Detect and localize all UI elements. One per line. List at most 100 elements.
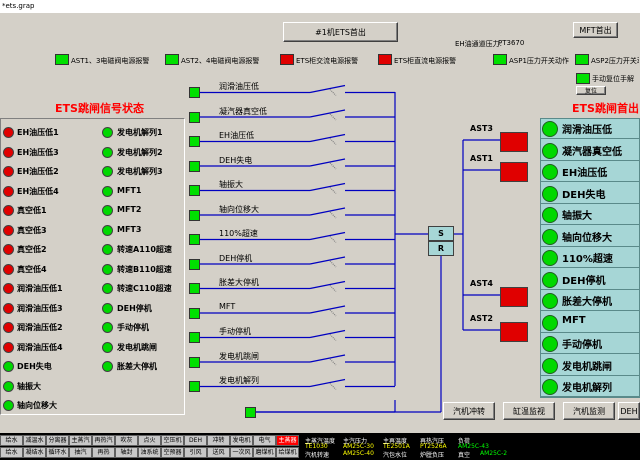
bottom-nav-tab[interactable]: 主蒸器	[276, 435, 299, 446]
bottom-nav-tab[interactable]: 点火	[138, 435, 161, 446]
legend-label: AST2、4电磁阀电源报警	[181, 57, 260, 65]
nav-button[interactable]: 汽机冲转	[443, 402, 495, 420]
status-dot	[102, 341, 113, 353]
status-dot	[3, 322, 14, 333]
nav-button[interactable]: 汽机监测	[563, 402, 615, 420]
bottom-nav-tab[interactable]: 分离器	[46, 435, 69, 446]
switch-mark	[329, 358, 337, 366]
first-out-dot	[542, 185, 558, 202]
manual-reset-label: 手动复位手解	[592, 75, 634, 83]
switch-mark	[329, 211, 337, 219]
process-readout: AM25C-43	[458, 443, 489, 450]
first-out-label: 110%超速	[562, 254, 613, 265]
ast-solenoid-indicator	[500, 287, 528, 307]
process-readout: PT2526A	[420, 443, 447, 450]
bottom-nav-tab[interactable]: 空预器	[161, 447, 184, 458]
first-out-dot	[542, 207, 558, 223]
bottom-nav-tab[interactable]: 再热汽	[92, 435, 115, 446]
wire	[309, 182, 346, 192]
bottom-nav-tab[interactable]: 吹灰	[115, 435, 138, 446]
process-readout: 负荷	[458, 438, 471, 445]
trip-signal-label: DEH失电	[17, 362, 52, 371]
reset-button[interactable]: 复位	[576, 86, 606, 95]
bottom-nav-tab[interactable]: 给煤机	[276, 447, 299, 458]
bottom-nav-tab[interactable]: DEH	[184, 435, 207, 446]
bottom-nav-tab[interactable]: 抽汽	[69, 447, 92, 458]
bottom-nav-tab[interactable]: 循环水	[46, 447, 69, 458]
logic-input-label: 手动停机	[219, 327, 251, 336]
trip-signal-panel	[0, 118, 185, 415]
status-dot	[3, 341, 14, 353]
trip-signal-label: 转速A110超速	[117, 245, 172, 254]
first-out-label: 凝汽器真空低	[562, 146, 622, 158]
bottom-nav-tab[interactable]: 一次风	[230, 447, 253, 458]
bottom-nav-tab[interactable]: 给水	[0, 447, 23, 458]
process-readout: 再热汽压	[420, 438, 445, 445]
logic-input-label: EH油压低	[219, 131, 255, 140]
first-out-label: 轴振大	[562, 211, 592, 222]
ast-solenoid-indicator	[500, 322, 528, 342]
legend-label: AST1、3电磁阀电源报警	[71, 57, 150, 65]
legend-label: ASP2压力开关动作	[591, 57, 639, 65]
process-readout: 主汽压力	[343, 438, 368, 445]
bottom-nav-tab[interactable]: 轴封	[115, 447, 138, 458]
status-dot	[102, 185, 113, 197]
first-out-row: 凝汽器真空低	[540, 141, 640, 161]
input-indicator	[189, 283, 200, 294]
first-out-label: 轴向位移大	[562, 232, 612, 244]
bottom-nav-tab[interactable]: 冲转	[207, 435, 230, 446]
status-dot	[102, 322, 113, 333]
input-indicator	[189, 111, 200, 123]
bottom-nav-tab[interactable]: 磨煤机	[253, 447, 276, 458]
first-out-dot	[542, 164, 558, 180]
wire	[309, 256, 346, 265]
process-readout: 主再温度	[383, 438, 408, 445]
first-out-row: 轴向位移大	[540, 227, 640, 247]
process-readout: TE2501A	[383, 443, 410, 450]
main-title-button[interactable]: #1机ETS首出	[283, 22, 398, 42]
trip-signal-label: EH油压低1	[17, 128, 59, 137]
input-indicator	[189, 307, 200, 319]
eh-pressure-value: PT3670	[498, 39, 525, 47]
status-dot	[3, 166, 14, 177]
input-indicator	[189, 381, 200, 392]
wire	[309, 207, 346, 216]
status-dot	[102, 361, 113, 372]
bottom-nav-tab[interactable]: 减温水	[23, 435, 46, 446]
first-out-label: 发电机跳闸	[562, 361, 612, 373]
legend-label: ETS柜直流电源报警	[394, 57, 457, 65]
trip-signal-label: 轴向位移大	[17, 401, 57, 410]
first-out-row: 发电机跳闸	[540, 356, 640, 376]
first-out-row: EH油压低	[540, 162, 640, 182]
input-indicator	[189, 185, 200, 196]
bottom-nav-tab[interactable]: 主蒸汽	[69, 435, 92, 446]
bottom-nav-tab[interactable]: 送风	[207, 447, 230, 458]
manual-reset-indicator	[576, 73, 590, 84]
nav-button[interactable]: 缸温监视	[503, 402, 555, 420]
status-dot	[3, 244, 14, 255]
bottom-nav-tab[interactable]: 油系统	[138, 447, 161, 458]
bottom-nav-tab[interactable]: 发电机	[230, 435, 253, 446]
trip-signal-label: 真空低2	[17, 245, 47, 254]
bottom-nav-tab[interactable]: 再热	[92, 447, 115, 458]
first-out-label: DEH失电	[562, 189, 606, 201]
bottom-nav-tab[interactable]: 空压机	[161, 435, 184, 446]
bottom-nav-tab[interactable]: 给水	[0, 435, 23, 446]
trip-signal-label: 手动停机	[117, 323, 149, 332]
status-dot	[3, 361, 14, 372]
bottom-nav-tab[interactable]: 引风	[184, 447, 207, 458]
status-dot	[3, 185, 14, 197]
first-out-row: MFT	[540, 313, 640, 333]
process-readout: 真空	[458, 452, 471, 459]
status-dot	[102, 224, 113, 236]
logic-input-label: 发电机解列	[219, 376, 259, 385]
bottom-nav-tab[interactable]: 电气	[253, 435, 276, 446]
status-dot	[3, 380, 14, 392]
trip-signal-label: 发电机解列3	[117, 167, 163, 176]
process-readout: AM25C-2	[480, 450, 508, 457]
mft-first-out-button[interactable]: MFT首出	[573, 22, 618, 38]
nav-button[interactable]: DEH	[618, 402, 640, 420]
switch-mark	[329, 113, 337, 121]
bottom-nav-tab[interactable]: 凝结水	[23, 447, 46, 458]
status-dot	[102, 166, 113, 177]
